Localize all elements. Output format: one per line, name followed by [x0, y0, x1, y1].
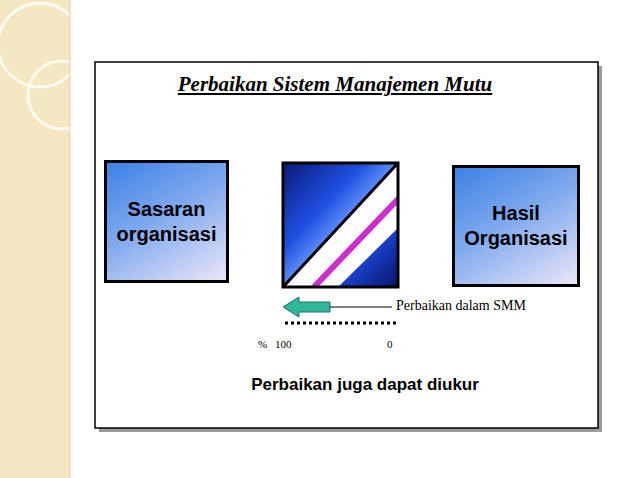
panel [95, 62, 598, 428]
box-label: Hasil Organisasi [461, 201, 571, 251]
box-label: Sasaran organisasi [113, 197, 220, 247]
slide-title: Perbaikan Sistem Manajemen Mutu [178, 72, 492, 97]
goal-box: Sasaran organisasi [104, 160, 229, 283]
leader-line [330, 307, 392, 308]
improvement-arrow [283, 297, 330, 317]
scale-unit: % [258, 338, 267, 350]
scale-value: 100 [275, 338, 292, 350]
process-square [283, 163, 398, 287]
side-strip [0, 0, 70, 478]
scale-value: 0 [387, 338, 393, 350]
scale-line [285, 322, 396, 325]
note-text: Perbaikan juga dapat diukur [251, 375, 479, 395]
deco-circle [28, 61, 96, 129]
square-border [283, 163, 398, 287]
strip-edge [70, 0, 71, 478]
arrow-label: Perbaikan dalam SMM [396, 298, 526, 314]
result-box: Hasil Organisasi [452, 165, 580, 287]
